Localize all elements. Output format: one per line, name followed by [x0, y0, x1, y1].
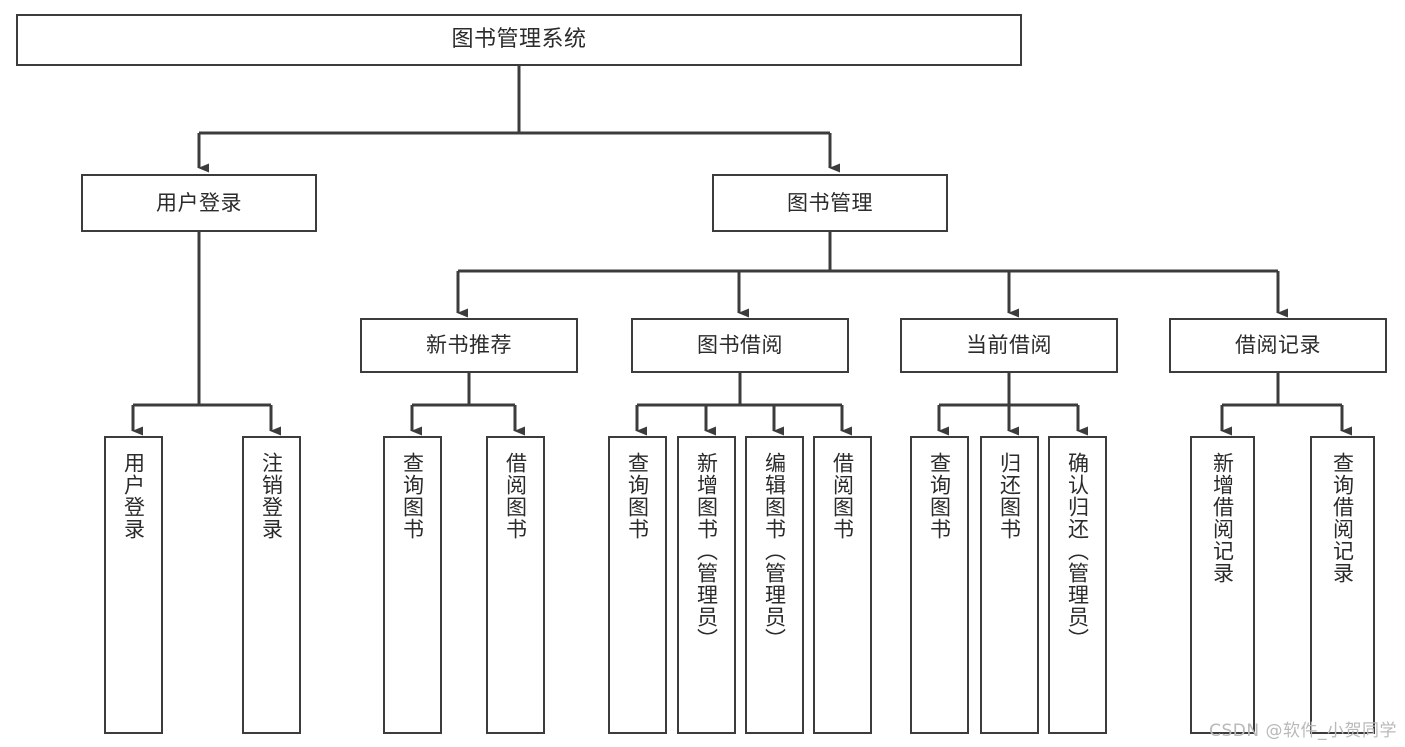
node-current-borrow[interactable]: 当前借阅: [900, 318, 1118, 373]
leaf-borrow-record-add-record[interactable]: 新增借阅记录: [1190, 436, 1255, 734]
watermark: CSDN @软件_小贺同学: [1209, 721, 1397, 741]
node-label: 新增图书（管理员）: [694, 452, 719, 650]
leaf-book-borrow-edit-book-admin[interactable]: 编辑图书（管理员）: [745, 436, 804, 734]
node-new-book-recommend[interactable]: 新书推荐: [360, 318, 578, 373]
node-label: 新书推荐: [426, 333, 512, 358]
node-book-borrow[interactable]: 图书借阅: [631, 318, 849, 373]
node-user-login[interactable]: 用户登录: [81, 174, 317, 232]
node-label: 借阅图书: [503, 452, 528, 540]
node-label: 编辑图书（管理员）: [762, 452, 787, 650]
node-book-management[interactable]: 图书管理: [712, 174, 948, 232]
node-label: 查询图书: [400, 452, 425, 540]
node-label: 查询借阅记录: [1330, 452, 1355, 584]
node-label: 查询图书: [625, 452, 650, 540]
node-label: 图书管理: [787, 190, 873, 215]
leaf-book-borrow-borrow-book[interactable]: 借阅图书: [813, 436, 872, 734]
node-label: 确认归还（管理员）: [1065, 452, 1090, 650]
node-label: 新增借阅记录: [1210, 452, 1235, 584]
leaf-current-borrow-confirm-return-admin[interactable]: 确认归还（管理员）: [1048, 436, 1107, 734]
node-label: 借阅图书: [830, 452, 855, 540]
node-borrow-record[interactable]: 借阅记录: [1169, 318, 1387, 373]
leaf-book-borrow-query-book[interactable]: 查询图书: [608, 436, 667, 734]
leaf-current-borrow-return-book[interactable]: 归还图书: [980, 436, 1039, 734]
node-label: 查询图书: [927, 452, 952, 540]
leaf-current-borrow-query-book[interactable]: 查询图书: [910, 436, 969, 734]
leaf-new-book-query-book[interactable]: 查询图书: [383, 436, 442, 734]
node-label: 归还图书: [997, 452, 1022, 540]
node-label: 用户登录: [156, 190, 242, 215]
node-root-library-system[interactable]: 图书管理系统: [16, 14, 1022, 66]
node-label: 当前借阅: [966, 333, 1052, 358]
node-label: 用户登录: [121, 452, 146, 540]
node-label: 图书管理系统: [451, 27, 587, 53]
leaf-user-login-logout[interactable]: 注销登录: [242, 436, 301, 734]
leaf-book-borrow-add-book-admin[interactable]: 新增图书（管理员）: [677, 436, 736, 734]
leaf-new-book-borrow-book[interactable]: 借阅图书: [486, 436, 545, 734]
node-label: 注销登录: [259, 452, 284, 540]
node-label: 图书借阅: [697, 333, 783, 358]
leaf-user-login-login[interactable]: 用户登录: [104, 436, 163, 734]
leaf-borrow-record-query-record[interactable]: 查询借阅记录: [1310, 436, 1375, 734]
node-label: 借阅记录: [1235, 333, 1321, 358]
